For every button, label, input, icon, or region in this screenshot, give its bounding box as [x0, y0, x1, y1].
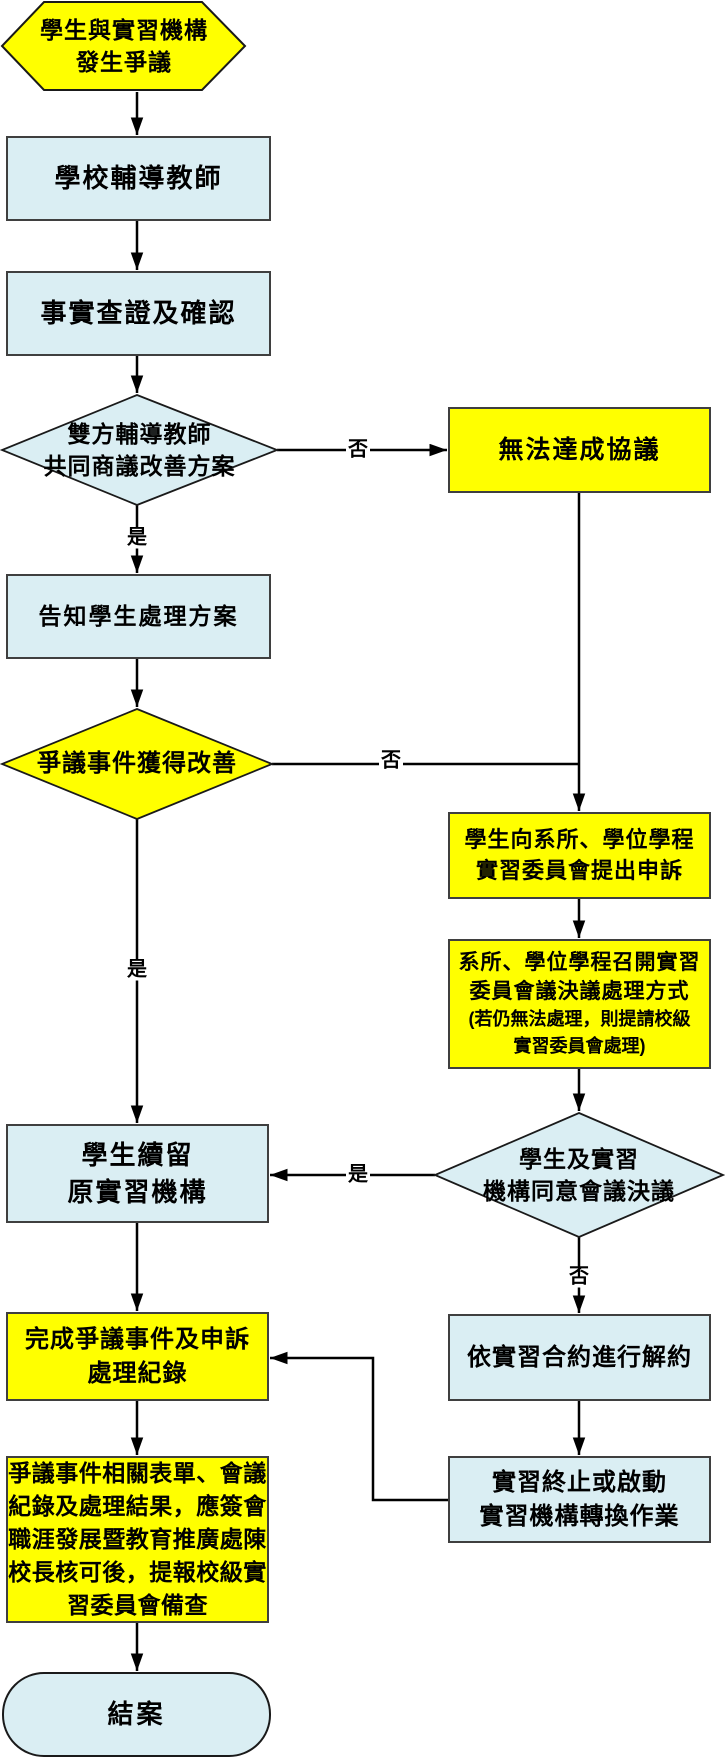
node-closed-shape [2, 1672, 271, 1757]
node-start-shape [0, 1, 247, 91]
node-stay-shape [6, 1124, 269, 1223]
edge-transfer-record [270, 1351, 449, 1502]
node-inform-student-shape [6, 574, 271, 659]
node-both-agree-shape [432, 1112, 725, 1238]
node-school-teacher-shape [6, 136, 271, 221]
node-record-done-shape [6, 1312, 269, 1401]
node-report-filing-shape [6, 1456, 269, 1623]
node-appeal-shape [448, 812, 711, 899]
node-fact-check-shape [6, 271, 271, 356]
node-discuss-shape [0, 394, 280, 506]
node-no-agreement-shape [448, 407, 711, 493]
node-committee-meeting-shape [448, 939, 711, 1069]
node-transfer-shape [448, 1456, 711, 1543]
node-terminate-contract-shape [448, 1314, 711, 1401]
node-improved-shape [0, 708, 275, 820]
